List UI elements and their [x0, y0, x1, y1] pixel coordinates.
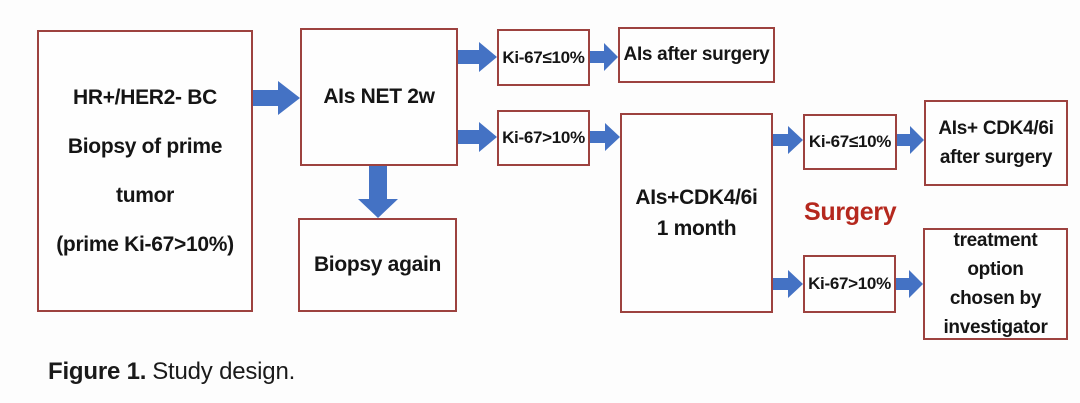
node-primary-line2: Biopsy of prime tumor — [67, 135, 223, 207]
node-ki67-le10-first-label: Ki-67≤10% — [502, 47, 585, 67]
node-ki67-gt10-first: Ki-67>10% — [497, 110, 590, 166]
node-treatment-line1: treatment option — [953, 230, 1038, 280]
figure-caption-label: Figure 1. — [48, 358, 147, 385]
arrow-aisnet-to-ki67le10-icon — [458, 42, 497, 72]
node-ais-cdk-after-line2: after surgery — [939, 147, 1053, 168]
node-biopsy-again: Biopsy again — [298, 218, 457, 312]
node-ais-net-2w: AIs NET 2w — [300, 28, 458, 166]
node-ki67-le10-first: Ki-67≤10% — [497, 29, 590, 86]
arrow-right-icon — [458, 42, 497, 72]
node-treatment-line3: investigator — [943, 317, 1048, 338]
node-ais-cdk-line2: 1 month — [656, 217, 737, 240]
node-ki67-le10-second: Ki-67≤10% — [803, 114, 897, 170]
arrow-aisnet-to-ki67gt10-icon — [458, 122, 497, 152]
node-treatment-line2: chosen by — [949, 288, 1042, 309]
arrow-ki67gt10-to-aiscdk-icon — [590, 123, 620, 151]
arrow-ki67le10-to-ais-surgery-icon — [590, 43, 618, 71]
node-primary-line1: HR+/HER2- BC — [72, 86, 217, 109]
arrow-aiscdk-to-ki67gt10-icon — [773, 270, 803, 298]
node-ais-cdk-line1: AIs+CDK4/6i — [635, 186, 758, 209]
arrow-right-icon — [253, 81, 300, 115]
arrow-right-icon — [773, 270, 803, 298]
arrow-right-icon — [458, 122, 497, 152]
node-ais-after-surgery: AIs after surgery — [618, 27, 775, 83]
arrow-primary-to-aisnet-icon — [253, 81, 300, 115]
node-ki67-gt10-first-label: Ki-67>10% — [502, 128, 585, 147]
arrow-right-icon — [896, 270, 923, 298]
arrow-ki67gt10-to-treatment-icon — [896, 270, 923, 298]
node-treatment-option: treatment option chosen by investigator — [923, 228, 1068, 340]
node-ki67-gt10-second: Ki-67>10% — [803, 255, 896, 313]
arrow-aiscdk-to-ki67le10-icon — [773, 126, 803, 154]
arrow-right-icon — [773, 126, 803, 154]
surgery-label: Surgery — [804, 198, 897, 226]
node-ais-cdk-1month: AIs+CDK4/6i 1 month — [620, 113, 773, 313]
figure-caption-text: Study design. — [152, 358, 296, 385]
node-biopsy-again-label: Biopsy again — [313, 253, 442, 276]
node-ais-cdk-after-line1: AIs+ CDK4/6i — [938, 118, 1054, 139]
arrow-right-icon — [897, 126, 924, 154]
arrow-aisnet-to-biopsy-icon — [358, 166, 398, 218]
arrow-ki67le10-to-aiscdk-after-icon — [897, 126, 924, 154]
node-ki67-gt10-second-label: Ki-67>10% — [808, 274, 891, 293]
node-ais-net-2w-label: AIs NET 2w — [323, 85, 435, 108]
node-ais-after-surgery-label: AIs after surgery — [623, 44, 770, 65]
arrow-down-icon — [358, 166, 398, 218]
arrow-right-icon — [590, 123, 620, 151]
node-primary-line3: (prime Ki-67>10%) — [56, 233, 234, 256]
node-ais-cdk-after-surgery: AIs+ CDK4/6i after surgery — [924, 100, 1068, 186]
node-ki67-le10-second-label: Ki-67≤10% — [808, 132, 892, 151]
node-primary-tumor: HR+/HER2- BC Biopsy of prime tumor (prim… — [37, 30, 253, 312]
figure-caption: Figure 1.Study design. — [48, 358, 295, 386]
arrow-right-icon — [590, 43, 618, 71]
